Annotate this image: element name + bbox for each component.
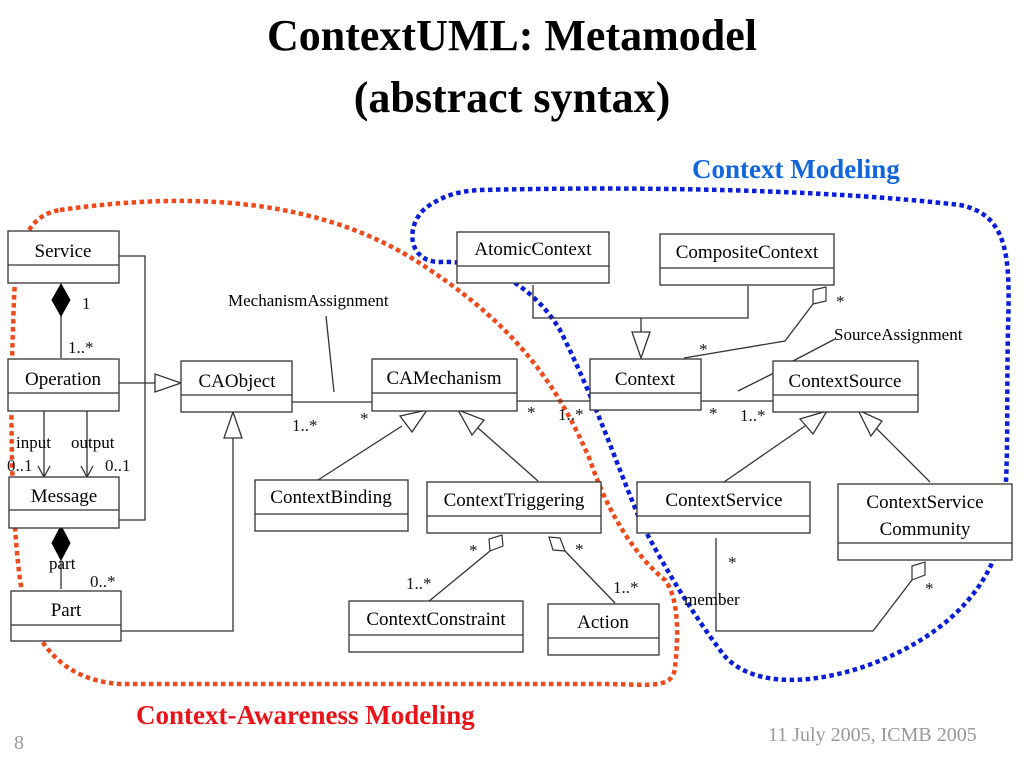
source-assignment-label: SourceAssignment — [834, 325, 963, 344]
class-composite-context-name: CompositeContext — [676, 242, 819, 263]
mult-camechanism-right: * — [527, 403, 536, 422]
community-generalization-line — [875, 427, 931, 483]
aggregation-diamond-icon — [548, 536, 566, 552]
class-service[interactable]: Service — [7, 230, 120, 284]
class-community-name-line2: Community — [880, 519, 971, 540]
class-message-name: Message — [31, 486, 97, 507]
class-atomic-context[interactable]: AtomicContext — [456, 231, 610, 284]
class-composite-context[interactable]: CompositeContext — [659, 233, 835, 286]
binding-generalization-line — [317, 425, 403, 481]
caobject-generalization-arrow-vertical — [223, 410, 243, 439]
mult-caobject-end: 1..* — [292, 416, 318, 435]
constraint-aggregation-line — [427, 550, 491, 603]
mult-constraint-whole: * — [469, 541, 478, 560]
class-operation-name: Operation — [25, 369, 101, 390]
class-caobject-name: CAObject — [198, 371, 276, 392]
context-modeling-label: Context Modeling — [692, 154, 900, 184]
aggregation-diamond-icon — [488, 534, 504, 552]
class-community-name-line1: ContextService — [866, 492, 983, 513]
class-camechanism[interactable]: CAMechanism — [371, 358, 518, 412]
mult-camechanism-left: * — [360, 409, 369, 428]
input-label: input — [16, 433, 51, 452]
class-context[interactable]: Context — [589, 358, 702, 411]
class-context-binding-name: ContextBinding — [270, 487, 392, 508]
output-label: output — [71, 433, 115, 452]
aggregation-diamond-icon — [911, 561, 926, 581]
slide-title-line2: (abstract syntax) — [353, 73, 671, 122]
class-operation[interactable]: Operation — [7, 358, 120, 412]
mult-service-end: 1 — [82, 294, 91, 313]
member-aggregation-line — [715, 538, 913, 632]
class-caobject[interactable]: CAObject — [180, 360, 293, 413]
mult-action-part: 1..* — [613, 578, 639, 597]
footer-date-conference: 11 July 2005, ICMB 2005 — [768, 724, 977, 746]
mult-composite-whole: * — [836, 292, 845, 311]
page-number: 8 — [14, 732, 24, 754]
class-context-source-name: ContextSource — [789, 371, 902, 392]
class-context-service-name: ContextService — [665, 490, 782, 511]
context-awareness-modeling-label: Context-Awareness Modeling — [136, 700, 475, 730]
mechanism-assignment-label: MechanismAssignment — [228, 291, 389, 310]
class-part-name: Part — [51, 600, 82, 621]
context-specialization-bus — [532, 285, 749, 319]
mult-context-left: 1..* — [558, 405, 584, 424]
class-context-binding[interactable]: ContextBinding — [254, 479, 409, 532]
class-context-constraint[interactable]: ContextConstraint — [348, 600, 524, 653]
mult-constraint-part: 1..* — [406, 574, 432, 593]
member-label: member — [684, 590, 740, 609]
class-action[interactable]: Action — [547, 603, 660, 656]
mult-member-end: * — [728, 553, 737, 572]
context-generalization-arrow — [631, 331, 651, 360]
class-message[interactable]: Message — [8, 476, 120, 529]
class-part[interactable]: Part — [10, 590, 122, 642]
mult-operation-end: 1..* — [68, 338, 94, 357]
class-atomic-context-name: AtomicContext — [474, 239, 592, 260]
class-service-name: Service — [35, 241, 92, 262]
contextservice-generalization-line — [723, 425, 806, 483]
mult-context-right: * — [709, 404, 718, 423]
composite-aggregation-line — [683, 303, 814, 359]
slide-title-line1: ContextUML: Metamodel — [267, 11, 757, 60]
class-context-source[interactable]: ContextSource — [772, 360, 919, 413]
mechanism-assignment-label-leader — [325, 315, 335, 393]
class-context-constraint-name: ContextConstraint — [366, 609, 506, 630]
source-assignment-extra-leader — [737, 371, 777, 392]
mult-action-whole: * — [575, 540, 584, 559]
class-action-name: Action — [577, 612, 629, 633]
mult-contextsource-end: 1..* — [740, 406, 766, 425]
source-assignment-label-leader — [792, 338, 836, 362]
mult-input-end: 0..1 — [7, 456, 33, 475]
class-context-service[interactable]: ContextService — [636, 481, 811, 534]
class-context-triggering-name: ContextTriggering — [444, 490, 585, 511]
aggregation-diamond-icon — [812, 286, 827, 305]
generalization-arrow — [456, 408, 486, 437]
generalization-arrow — [398, 409, 429, 434]
generalization-arrow — [856, 408, 883, 438]
service-message-generalization-line — [119, 255, 146, 521]
triggering-generalization-line — [477, 427, 539, 482]
generalization-arrow — [798, 409, 829, 436]
class-context-name: Context — [615, 369, 676, 390]
caobject-generalization-arrow — [154, 373, 183, 393]
part-role-label: part — [49, 554, 76, 573]
part-generalization-line — [121, 438, 234, 632]
class-context-service-community[interactable]: ContextService Community — [837, 483, 1013, 561]
mult-part-end: 0..* — [90, 572, 116, 591]
action-aggregation-line — [564, 550, 616, 604]
mult-output-end: 0..1 — [105, 456, 131, 475]
mult-composite-part: * — [699, 340, 708, 359]
mult-community-whole: * — [925, 579, 934, 598]
composition-diamond-icon — [51, 282, 71, 318]
class-context-triggering[interactable]: ContextTriggering — [426, 481, 602, 534]
class-camechanism-name: CAMechanism — [386, 368, 501, 389]
